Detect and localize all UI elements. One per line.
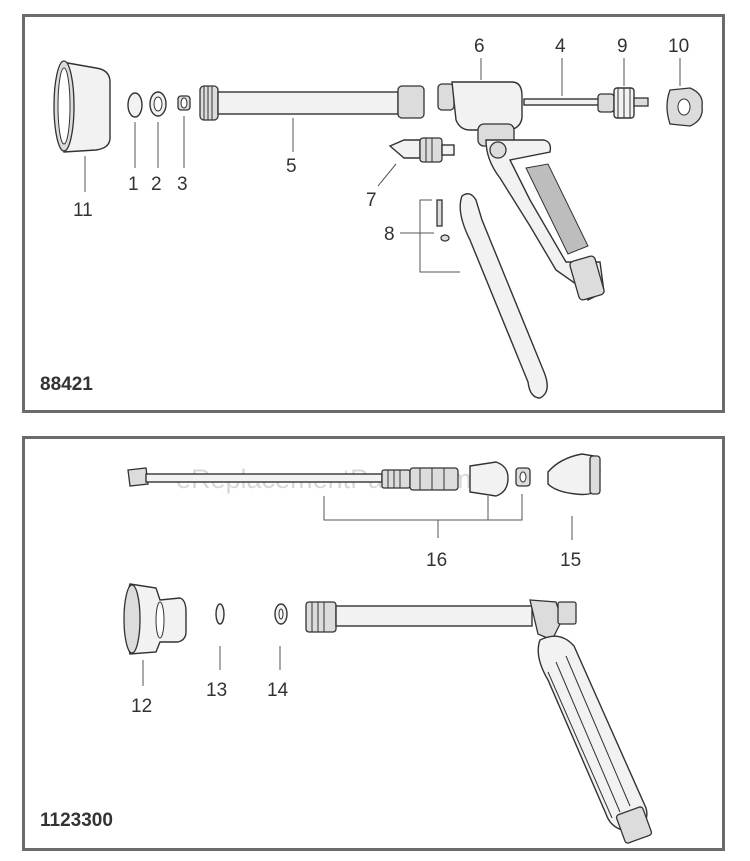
- part-5-lance-tube[interactable]: [199, 85, 425, 121]
- part-2-ring[interactable]: [149, 91, 167, 117]
- callout-8: 8: [384, 224, 395, 245]
- callout-12: 12: [131, 696, 152, 717]
- callout-1: 1: [128, 174, 139, 195]
- part-12-cup[interactable]: [123, 583, 187, 655]
- part-13-washer[interactable]: [215, 603, 225, 625]
- model-number-top: 88421: [40, 374, 93, 395]
- part-6-gun-body[interactable]: [437, 81, 523, 147]
- callout-6: 6: [474, 36, 485, 57]
- callout-5: 5: [286, 156, 297, 177]
- callout-7: 7: [366, 190, 377, 211]
- callout-13: 13: [206, 680, 227, 701]
- callout-10: 10: [668, 36, 689, 57]
- top-diagram-panel: [22, 14, 725, 413]
- callout-2: 2: [151, 174, 162, 195]
- lance-with-handle[interactable]: [305, 599, 653, 844]
- top-leader-lines: [84, 58, 681, 273]
- callout-14: 14: [267, 680, 289, 701]
- callout-9: 9: [617, 36, 628, 57]
- part-10-knob[interactable]: [666, 87, 703, 127]
- model-number-bottom: 1123300: [40, 810, 113, 831]
- part-16-spray-wand[interactable]: [127, 461, 531, 497]
- part-9-valve[interactable]: [597, 87, 649, 119]
- part-3-nut[interactable]: [177, 95, 191, 111]
- callout-16: 16: [426, 550, 447, 571]
- part-1-washer[interactable]: [127, 92, 143, 118]
- part-8-trigger[interactable]: [436, 193, 548, 399]
- part-11-nozzle-cup[interactable]: [53, 60, 111, 153]
- part-15-cap[interactable]: [547, 453, 601, 496]
- part-7-fitting[interactable]: [388, 137, 455, 163]
- callout-15: 15: [560, 550, 581, 571]
- callout-4: 4: [555, 36, 566, 57]
- part-4-rod[interactable]: [523, 98, 601, 106]
- gun-handle[interactable]: [485, 139, 605, 301]
- callout-11: 11: [73, 200, 93, 221]
- part-14-ring[interactable]: [274, 603, 288, 625]
- bottom-leader-lines: [142, 494, 573, 686]
- callout-3: 3: [177, 174, 188, 195]
